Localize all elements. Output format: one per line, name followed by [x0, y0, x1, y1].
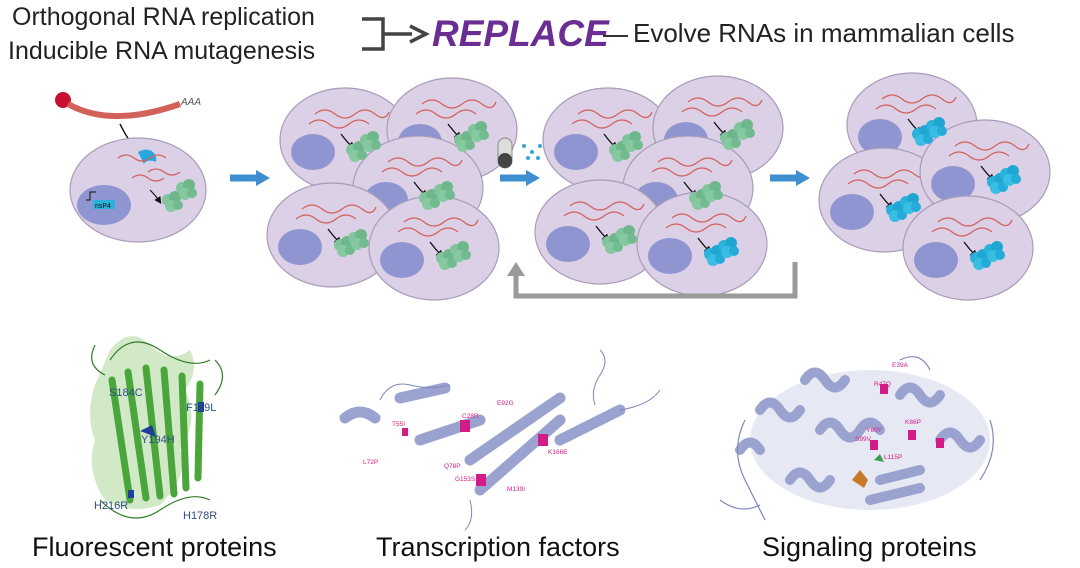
mutation-label-r47q: R47Q	[874, 381, 891, 388]
header-line-mutagenesis: Inducible RNA mutagenesis	[8, 37, 316, 65]
rna-cap-icon	[55, 92, 71, 108]
stage-1-single-cell: AAA nsP4	[55, 92, 207, 243]
mutation-label-s99v: S99V	[855, 436, 872, 443]
polya-label: AAA	[180, 97, 201, 108]
mutation-label-h178r: H178R	[183, 510, 217, 522]
stage-2-cell-population	[267, 78, 517, 300]
mutagen-pill-icon	[497, 137, 542, 169]
mutation-label-y60y: Y60Y	[866, 427, 883, 434]
stage-3-mutagenized-population	[535, 76, 783, 296]
mutation-label-m139i: M139I	[507, 486, 525, 493]
mutation-label-s184c: S184C	[109, 387, 143, 399]
stage-4-evolved-population	[819, 73, 1050, 300]
mutation-label-e39a: E39A	[892, 362, 909, 369]
nsp4-label: nsP4	[95, 203, 111, 210]
tagline: Evolve RNAs in mammalian cells	[633, 18, 1015, 48]
signaling-protein-structure-icon	[719, 356, 994, 521]
page-title: REPLACE	[432, 13, 609, 54]
mutation-label-f119l: F119L	[186, 402, 216, 414]
header-bracket	[362, 17, 385, 51]
mutation-label-l115p: L115P	[884, 454, 902, 461]
mutation-label-e92g: E92G	[497, 400, 514, 407]
header-line-replication: Orthogonal RNA replication	[12, 3, 315, 31]
mutation-label-l72p: L72P	[363, 459, 378, 466]
mutation-label-c28r: C28R	[462, 413, 479, 420]
mutation-label-y194h: Y194H	[141, 434, 175, 446]
mutation-label-k86p: K86P	[905, 419, 921, 426]
gfp-structure-icon	[90, 336, 224, 519]
mutation-label-t55i: T55I	[392, 421, 405, 428]
transcription-factor-structure-icon	[339, 349, 661, 531]
iteration-loop-arrow	[513, 262, 798, 299]
caption-signaling-proteins: Signaling proteins	[762, 532, 977, 562]
header-arrow-head	[409, 24, 430, 44]
caption-fluorescent-proteins: Fluorescent proteins	[32, 532, 277, 562]
mutation-label-g153s: G153S	[455, 476, 476, 483]
mutation-label-h216r: H216R	[94, 500, 128, 512]
mutation-label-q78p: Q78P	[444, 463, 461, 470]
nsp4-gene-box	[93, 200, 115, 209]
caption-transcription-factors: Transcription factors	[376, 532, 620, 562]
mutation-label-k166e: K166E	[548, 449, 568, 456]
input-rna-strand	[66, 101, 181, 120]
